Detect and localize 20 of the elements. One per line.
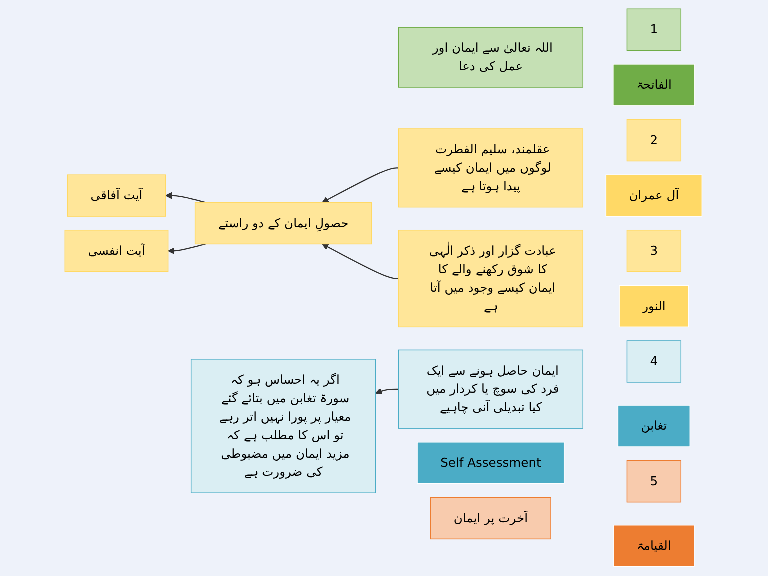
node-box: القیامۃ [614,524,696,568]
arrow [322,168,400,204]
arrow [168,244,206,254]
node-box: اللہ تعالیٰ سے ایمان اور عمل کی دعا [398,27,584,88]
node-box: حصولِ ایمان کے دو راستے [195,202,372,245]
arrow [166,192,206,204]
node-box: اگر یہ احساس ہو کہ سورۃ تغابن میں بتائے گئے معیار پر پورا نہیں اتر رہے تو اس کا مطلب ہے کہ مزید ایمان میں مضبوطی کی ضرورت ہے [191,359,376,494]
arrow [376,388,400,395]
node-box: 2 [627,119,682,162]
node-box: 4 [627,340,682,383]
node-box: الفاتحۃ [613,64,696,106]
node-box: ایمان حاصل ہونے سے ایک فرد کی سوچ یا کردار میں کیا تبدیلی آنی چاہیے [398,350,584,429]
node-box: تغابن [618,405,691,448]
node-box: آیت انفسی [65,230,170,272]
node-box: 3 [627,230,682,272]
node-box: عقلمند، سلیم الفطرت لوگوں میں ایمان کیسے پیدا ہوتا ہے [398,128,584,208]
node-box: Self Assessment [417,442,566,484]
node-box: 1 [627,8,682,51]
arrow [322,244,400,280]
node-box: 5 [627,460,682,503]
